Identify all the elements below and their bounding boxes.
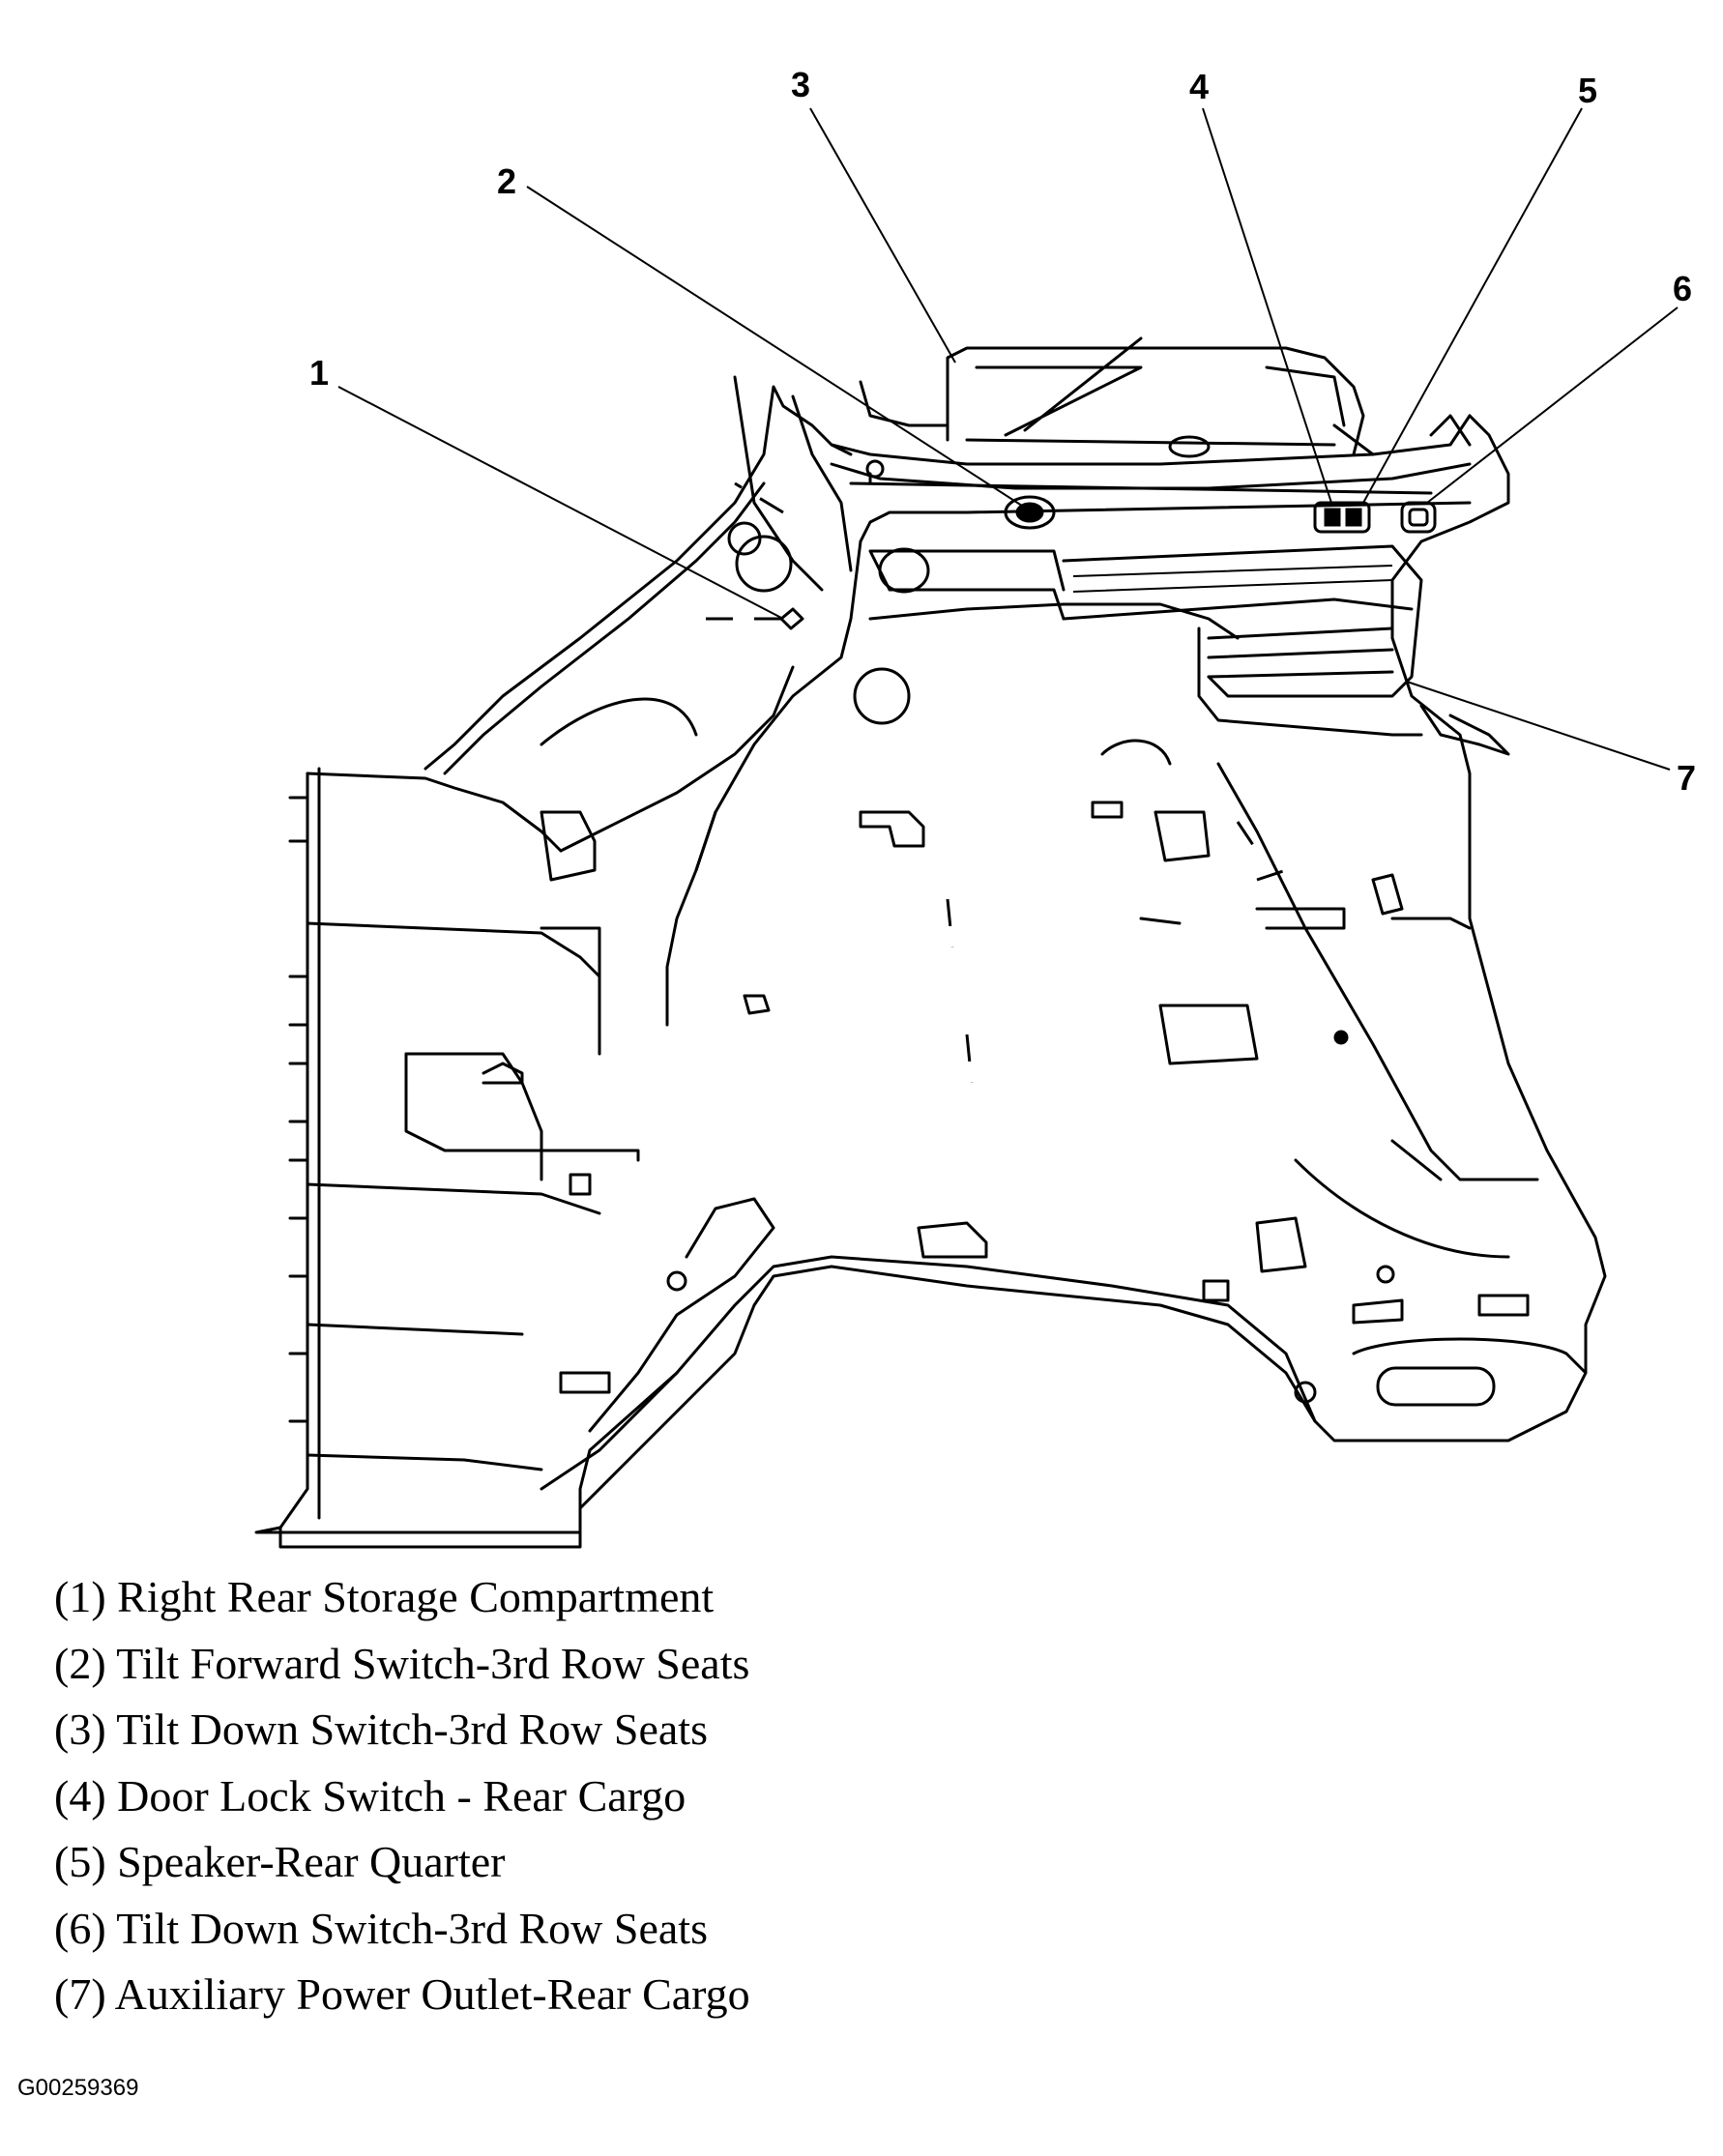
leader-line-5 [1362, 107, 1583, 504]
rear-cargo-area-diagram: 1 2 3 4 5 6 7 [254, 65, 1696, 1549]
leader-line-4 [1202, 107, 1332, 504]
legend-item-4: (4) Door Lock Switch - Rear Cargo [54, 1770, 686, 1821]
legend-item-2: (2) Tilt Forward Switch-3rd Row Seats [54, 1638, 750, 1688]
callout-number-2: 2 [497, 161, 516, 201]
callout-number-3: 3 [791, 65, 810, 104]
legend: (1) Right Rear Storage Compartment (2) T… [54, 1564, 1408, 2028]
callout-number-1: 1 [309, 353, 329, 393]
callout-number-7: 7 [1677, 758, 1696, 798]
callout-numbers: 1 2 3 4 5 6 7 [309, 65, 1696, 798]
leader-line-1 [337, 386, 784, 620]
leader-lines [337, 107, 1679, 771]
legend-item-5: (5) Speaker-Rear Quarter [54, 1837, 506, 1886]
legend-item-1: (1) Right Rear Storage Compartment [54, 1572, 715, 1621]
callout-number-4: 4 [1189, 67, 1209, 106]
leader-line-6 [1426, 306, 1679, 504]
leader-line-3 [809, 107, 956, 364]
cargo-floor-illustration [254, 336, 1607, 1549]
figure-id: G00259369 [17, 2075, 139, 2101]
legend-item-6: (6) Tilt Down Switch-3rd Row Seats [54, 1903, 708, 1953]
callout-number-5: 5 [1578, 71, 1597, 110]
legend-item-3: (3) Tilt Down Switch-3rd Row Seats [54, 1704, 708, 1754]
callout-number-6: 6 [1673, 269, 1692, 308]
leader-line-2 [526, 186, 1026, 509]
legend-item-7: (7) Auxiliary Power Outlet-Rear Cargo [54, 1969, 750, 2019]
leader-line-7 [1406, 681, 1671, 771]
